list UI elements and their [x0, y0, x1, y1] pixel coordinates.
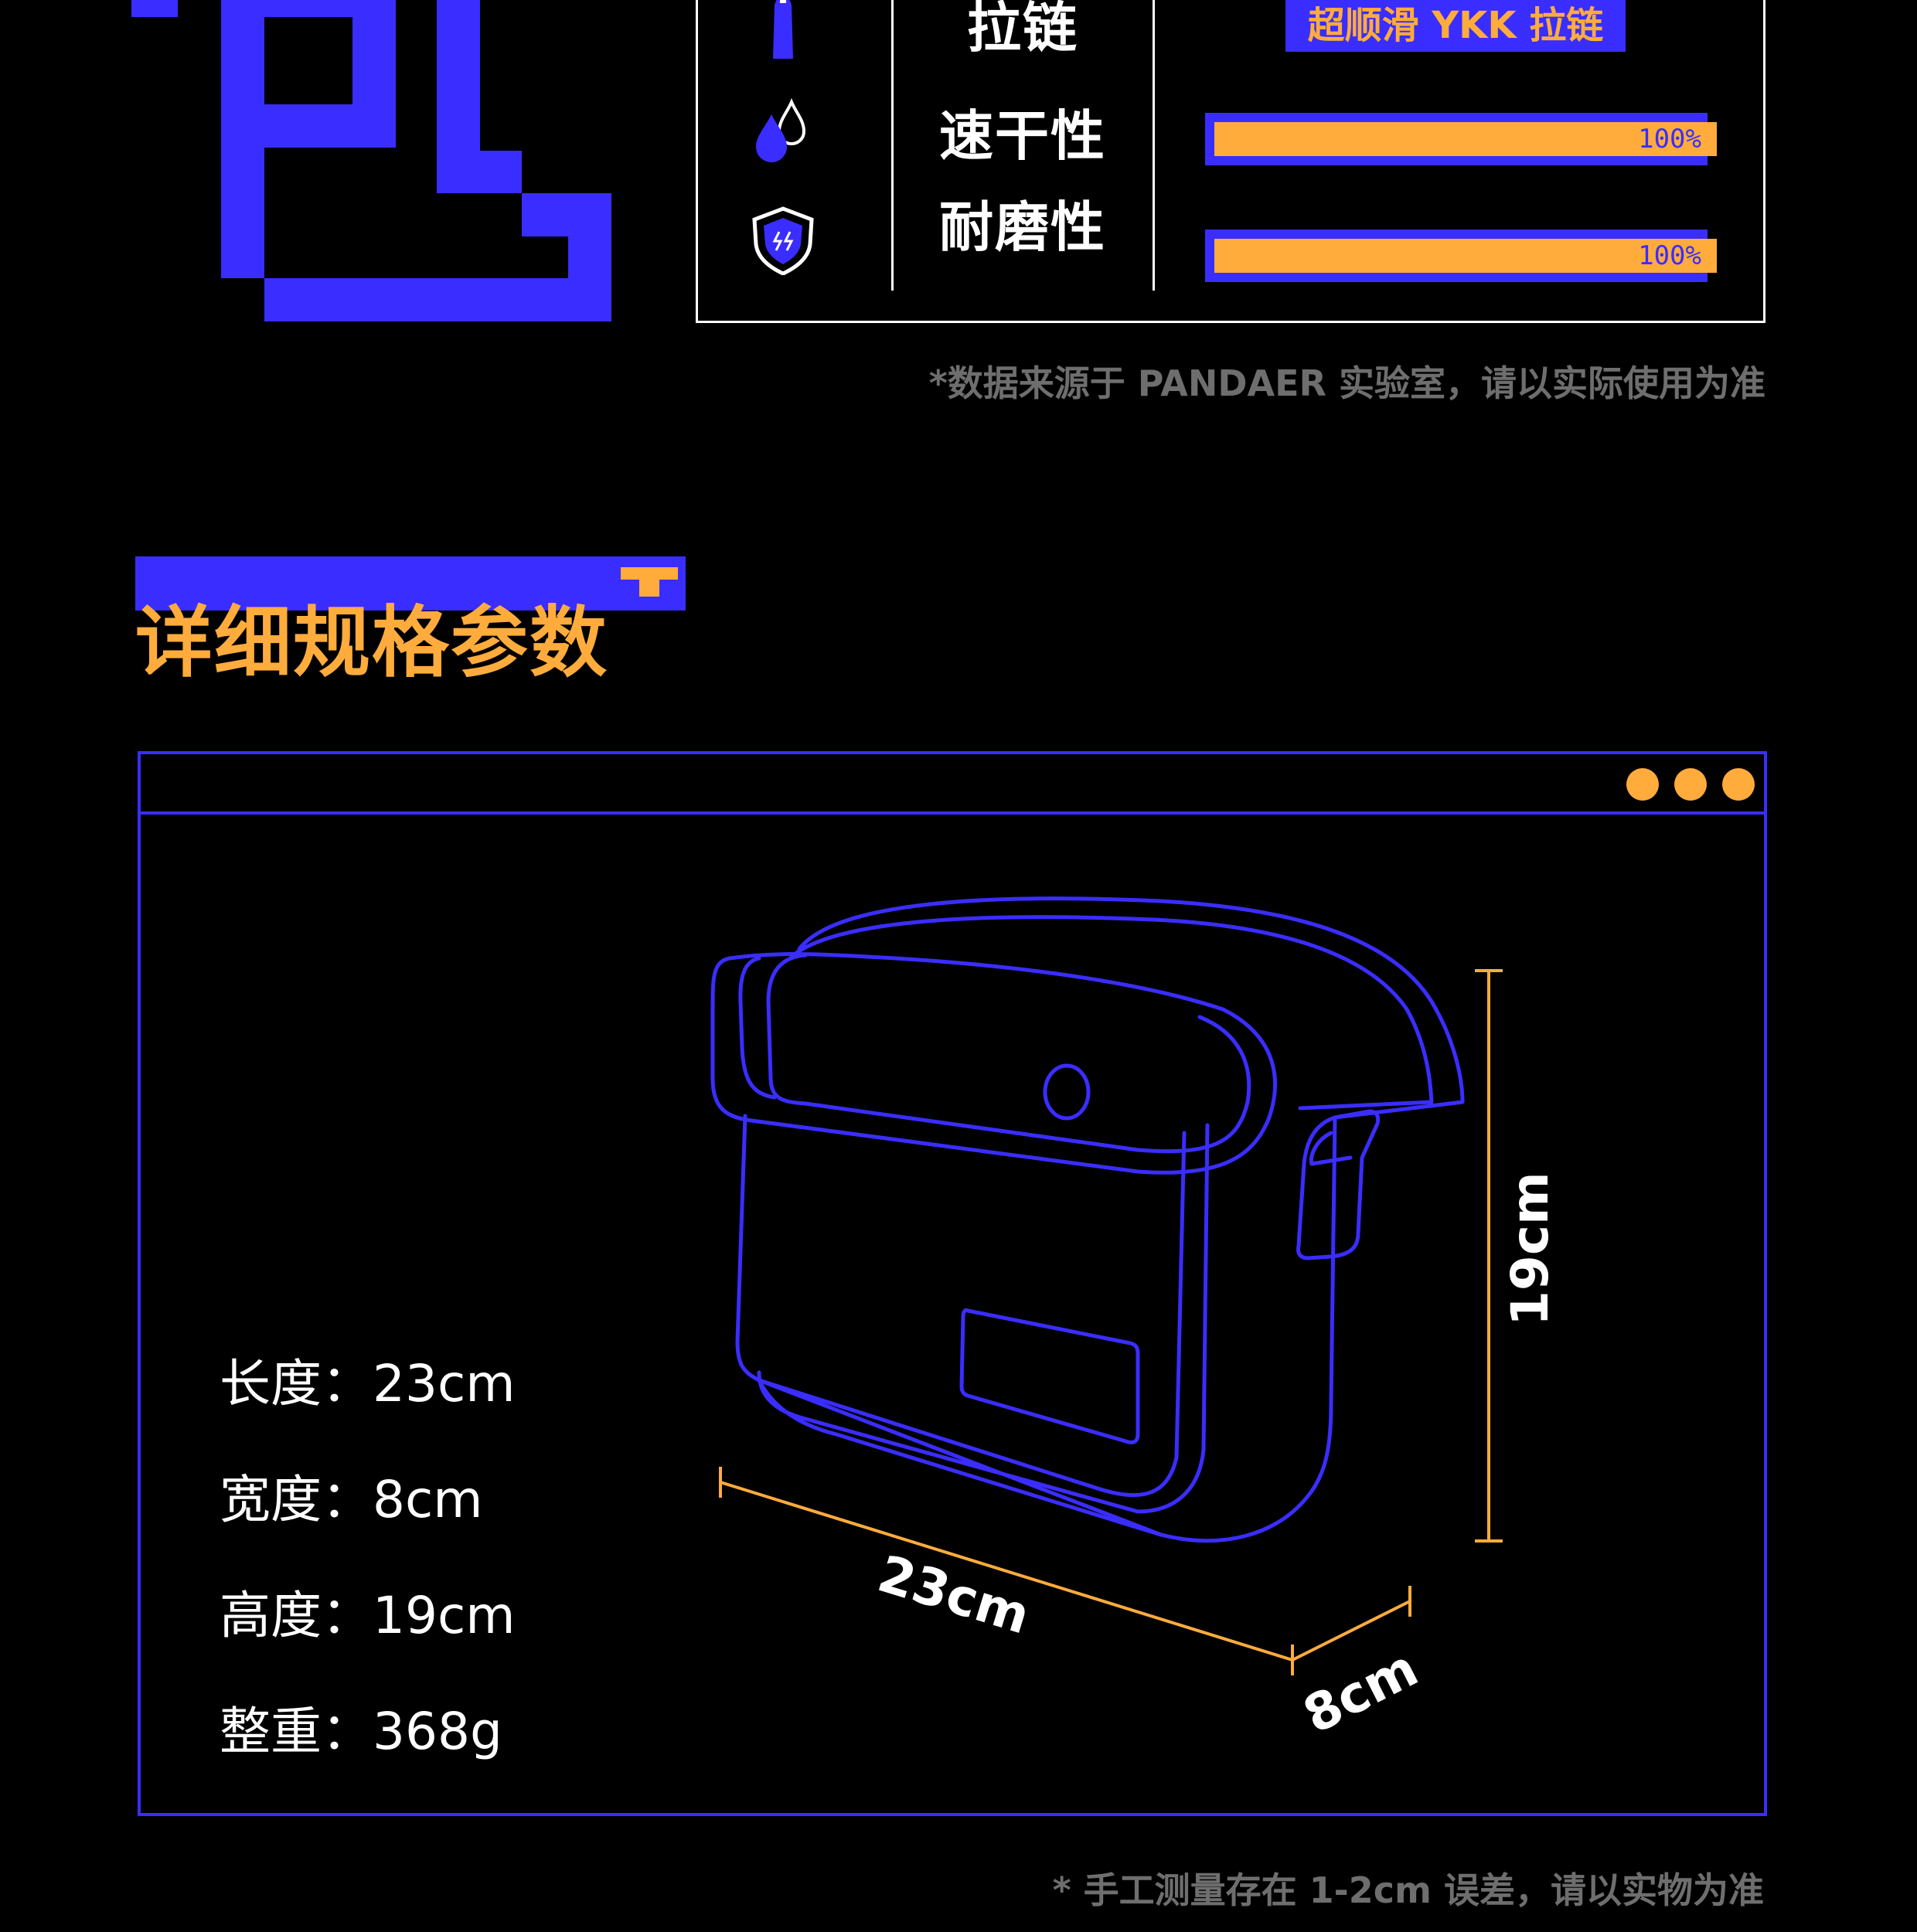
section-title: 详细规格参数	[135, 597, 608, 688]
attribute-label: 耐磨性	[939, 196, 1106, 259]
section-title-block: 详细规格参数	[135, 556, 692, 688]
attribute-label: 速干性	[939, 104, 1106, 168]
shield-icon	[752, 206, 814, 275]
dimension-height-label: 19cm	[1500, 1172, 1560, 1326]
progress-fill: 100%	[1214, 122, 1717, 156]
spec-weight: 整重：368g	[220, 1702, 502, 1761]
attribute-label: 拉链	[967, 0, 1078, 60]
bag-illustration: 23cm 8cm 19cm	[710, 896, 1560, 1745]
water-drop-icon	[756, 97, 806, 162]
pixel-glyph-icon	[131, 0, 611, 321]
window-titlebar	[141, 754, 1764, 815]
table-divider	[1153, 0, 1155, 291]
measurement-note: * 手工测量存在 1-2cm 误差，请以实物为准	[1052, 1869, 1764, 1911]
progress-value: 100%	[1638, 124, 1701, 155]
zipper-badge: 超顺滑 YKK 拉链	[1285, 0, 1626, 52]
data-source-note: *数据来源于 PANDAER 实验室，请以实际使用为准	[928, 362, 1765, 404]
dimension-width-label: 8cm	[1294, 1638, 1427, 1745]
dimension-length-label: 23cm	[871, 1544, 1037, 1646]
attribute-row-abrasion: 耐磨性 100%	[698, 196, 1763, 306]
window-dot	[1626, 768, 1659, 801]
attribute-row-quick-dry: 速干性 100%	[698, 82, 1763, 190]
spec-length: 长度：23cm	[220, 1354, 516, 1413]
quick-dry-progress-bar: 100%	[1205, 113, 1717, 165]
spec-height: 高度：19cm	[220, 1586, 516, 1645]
spec-window: 23cm 8cm 19cm 长度：23cm 宽度：8cm 高度：19cm 整重：…	[138, 751, 1767, 1816]
attribute-row-zipper: 拉链 超顺滑 YKK 拉链	[698, 0, 1763, 105]
zipper-icon	[773, 0, 793, 59]
window-dot	[1722, 768, 1755, 801]
abrasion-progress-bar: 100%	[1205, 230, 1717, 282]
title-highlight	[135, 556, 686, 611]
table-divider	[891, 0, 894, 291]
spec-width: 宽度：8cm	[220, 1470, 483, 1529]
window-dot	[1674, 768, 1707, 801]
t-shape-icon	[621, 567, 678, 597]
progress-fill: 100%	[1214, 239, 1717, 273]
specs-list: 长度：23cm 宽度：8cm 高度：19cm 整重：368g	[220, 1326, 516, 1790]
progress-value: 100%	[1638, 240, 1701, 271]
attributes-table: 拉链 超顺滑 YKK 拉链 速干性 100% 耐磨性	[696, 0, 1765, 323]
